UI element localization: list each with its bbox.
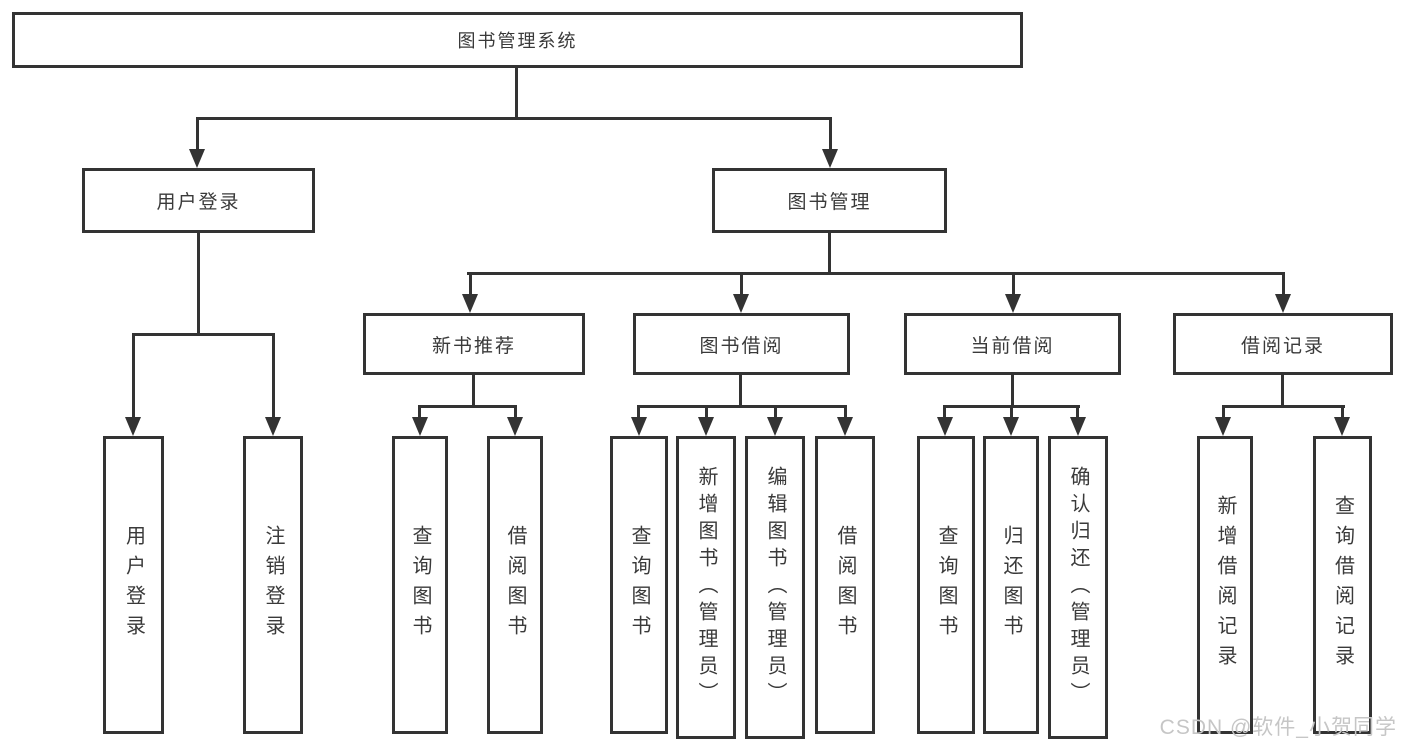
leaf-borrow-add-books-admin: 新增图书（管理员） xyxy=(676,436,736,739)
arrowhead-icon xyxy=(189,149,205,168)
arrowhead-icon xyxy=(1215,417,1231,436)
node-root-label: 图书管理系统 xyxy=(457,31,578,51)
leaf-current-confirm-return-admin: 确认归还（管理员） xyxy=(1048,436,1108,739)
leaf-records-query-record: 查询借阅记录 xyxy=(1313,436,1372,734)
node-current-borrow: 当前借阅 xyxy=(904,313,1121,375)
tree-edge xyxy=(705,405,708,417)
node-book-borrow-label: 图书借阅 xyxy=(699,335,784,357)
tree-edge xyxy=(132,333,135,417)
tree-edge xyxy=(418,405,517,408)
leaf-recommend-query-books: 查询图书 xyxy=(392,436,448,734)
arrowhead-icon xyxy=(822,149,838,168)
tree-edge xyxy=(1222,405,1225,417)
tree-edge xyxy=(418,405,421,417)
arrowhead-icon xyxy=(1334,417,1350,436)
tree-edge xyxy=(1076,405,1079,417)
leaf-recommend-borrow-books: 借阅图书 xyxy=(487,436,543,734)
node-book-management: 图书管理 xyxy=(712,168,947,233)
leaf-borrow-query-books: 查询图书 xyxy=(610,436,668,734)
tree-edge xyxy=(515,68,518,120)
tree-edge xyxy=(467,272,1285,275)
node-borrow-records-label: 借阅记录 xyxy=(1240,335,1325,357)
tree-edge xyxy=(1011,375,1014,407)
tree-edge xyxy=(196,117,199,149)
tree-edge xyxy=(132,333,275,336)
arrowhead-icon xyxy=(1003,417,1019,436)
tree-edge xyxy=(472,375,475,407)
leaf-user-login: 用户登录 xyxy=(103,436,164,734)
arrowhead-icon xyxy=(631,417,647,436)
arrowhead-icon xyxy=(412,417,428,436)
tree-edge xyxy=(469,272,472,294)
tree-edge xyxy=(272,333,275,417)
leaf-current-query-books: 查询图书 xyxy=(917,436,975,734)
tree-edge xyxy=(1282,272,1285,294)
tree-edge xyxy=(1222,405,1345,408)
tree-edge xyxy=(197,233,200,335)
arrowhead-icon xyxy=(125,417,141,436)
leaf-borrow-borrow-books: 借阅图书 xyxy=(815,436,875,734)
arrowhead-icon xyxy=(733,294,749,313)
tree-edge xyxy=(828,233,831,274)
node-new-book-recommend-label: 新书推荐 xyxy=(431,335,516,357)
leaf-current-return-books: 归还图书 xyxy=(983,436,1039,734)
leaf-logout: 注销登录 xyxy=(243,436,303,734)
arrowhead-icon xyxy=(462,294,478,313)
arrowhead-icon xyxy=(767,417,783,436)
tree-edge xyxy=(844,405,847,417)
arrowhead-icon xyxy=(1070,417,1086,436)
tree-edge xyxy=(637,405,847,408)
arrowhead-icon xyxy=(507,417,523,436)
tree-edge xyxy=(514,405,517,417)
tree-edge xyxy=(1012,272,1015,294)
tree-edge xyxy=(774,405,777,417)
tree-edge xyxy=(943,405,946,417)
tree-edge xyxy=(1341,405,1344,417)
node-book-borrow: 图书借阅 xyxy=(633,313,850,375)
node-user-login: 用户登录 xyxy=(82,168,315,233)
arrowhead-icon xyxy=(937,417,953,436)
tree-edge xyxy=(196,117,832,120)
node-new-book-recommend: 新书推荐 xyxy=(363,313,585,375)
arrowhead-icon xyxy=(837,417,853,436)
arrowhead-icon xyxy=(1005,294,1021,313)
leaf-borrow-edit-books-admin: 编辑图书（管理员） xyxy=(745,436,805,739)
tree-edge xyxy=(739,375,742,407)
arrowhead-icon xyxy=(698,417,714,436)
node-borrow-records: 借阅记录 xyxy=(1173,313,1393,375)
tree-edge xyxy=(637,405,640,417)
node-user-login-label: 用户登录 xyxy=(156,192,241,213)
csdn-watermark: CSDN @软件_小贺同学 xyxy=(1159,716,1397,739)
arrowhead-icon xyxy=(1275,294,1291,313)
node-current-borrow-label: 当前借阅 xyxy=(970,335,1055,357)
arrowhead-icon xyxy=(265,417,281,436)
leaf-records-add-record: 新增借阅记录 xyxy=(1197,436,1253,734)
node-root-library-system: 图书管理系统 xyxy=(12,12,1023,68)
tree-edge xyxy=(1281,375,1284,407)
tree-edge xyxy=(829,117,832,149)
tree-edge xyxy=(740,272,743,294)
node-book-management-label: 图书管理 xyxy=(787,192,872,213)
tree-edge xyxy=(1010,405,1013,417)
